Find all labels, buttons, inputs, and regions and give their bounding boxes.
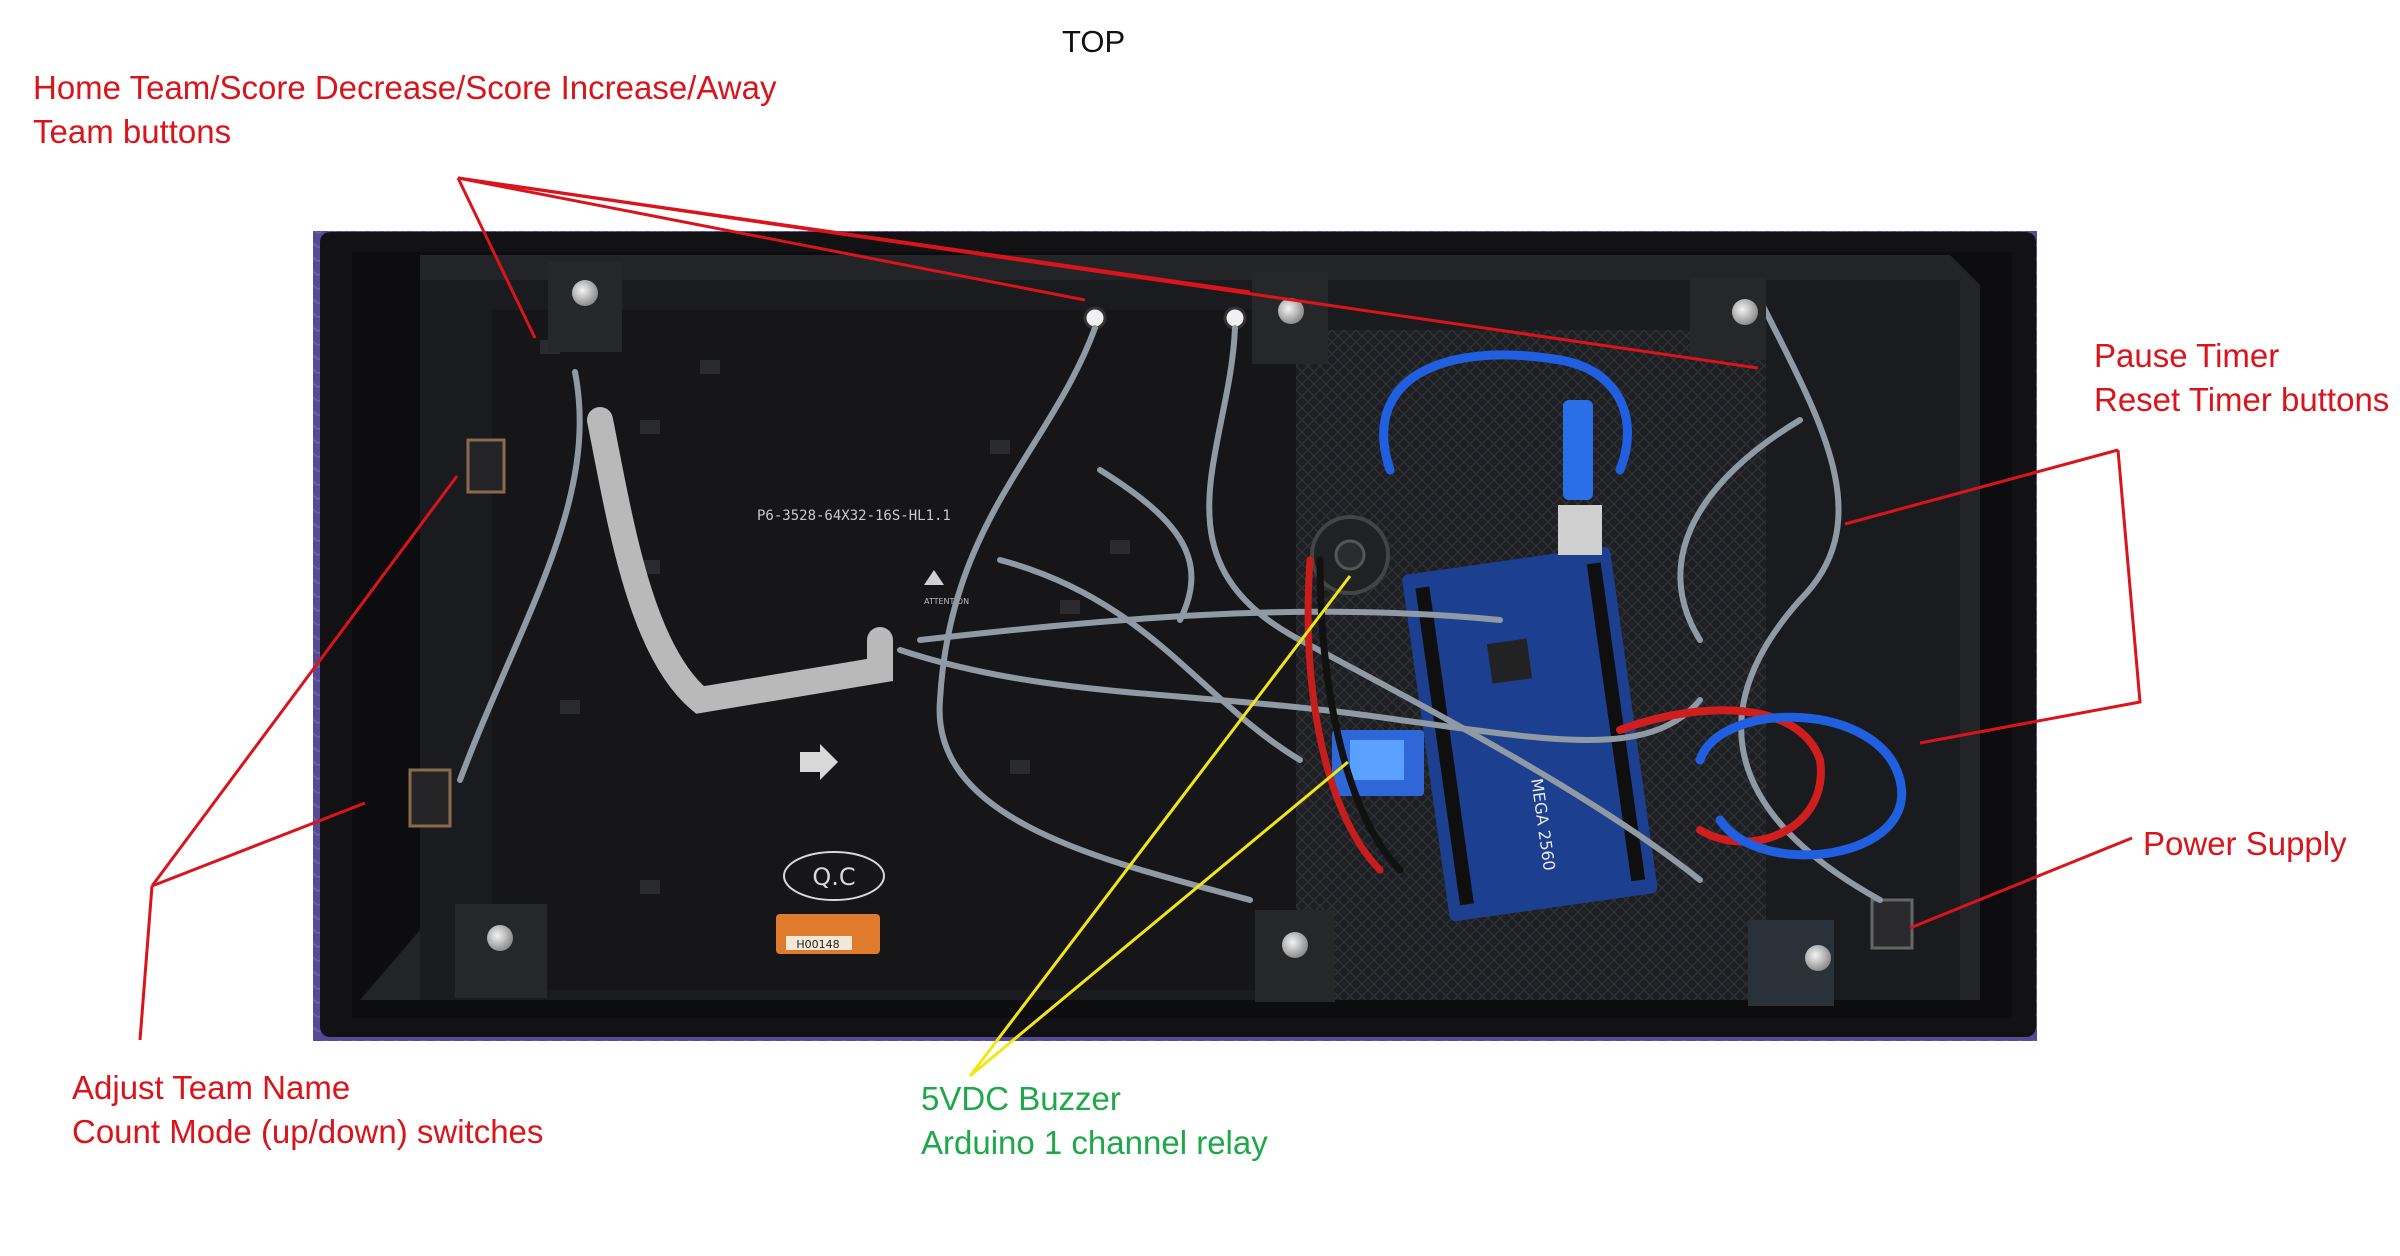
top-orientation-label: TOP	[1062, 24, 1126, 59]
red-pointer-lines	[138, 176, 2142, 1041]
buzzer-relay-label-line1: 5VDC Buzzer	[921, 1080, 1121, 1117]
switch-upper	[466, 438, 506, 494]
home-team-buttons-label-line1: Home Team/Score Decrease/Score Increase/…	[33, 69, 777, 106]
power-jack	[1870, 898, 1914, 950]
power-supply-label-line1: Power Supply	[2143, 825, 2347, 862]
usb-plug	[1563, 400, 1593, 500]
panel-model-text: P6-3528-64X32-16S-HL1.1	[757, 508, 951, 524]
qc-oval	[783, 851, 885, 901]
adjust-team-label-line2: Count Mode (up/down) switches	[72, 1113, 544, 1150]
arrow-mark-icon	[800, 744, 838, 780]
sticker-text: H00148	[796, 938, 839, 951]
pause-reset-label: Pause Timer Reset Timer buttons	[2094, 334, 2389, 422]
qc-text: Q.C	[812, 863, 855, 891]
buzzer-relay-label: 5VDC Buzzer Arduino 1 channel relay	[921, 1077, 1268, 1165]
attention-icon	[924, 570, 944, 585]
buzzer-relay-label-line2: Arduino 1 channel relay	[921, 1124, 1268, 1161]
power-supply-label: Power Supply	[2143, 822, 2347, 866]
home-team-buttons-label-line2: Team buttons	[33, 113, 232, 150]
push-button-1	[1083, 306, 1107, 330]
adjust-team-label: Adjust Team Name Count Mode (up/down) sw…	[72, 1066, 543, 1154]
ribbon-cable	[587, 407, 893, 714]
attention-text: ATTENTION	[924, 597, 969, 606]
switch-lower	[408, 768, 452, 828]
usb-connector	[1558, 505, 1602, 555]
home-team-buttons-label: Home Team/Score Decrease/Score Increase/…	[33, 66, 776, 154]
pause-reset-label-line2: Reset Timer buttons	[2094, 381, 2390, 418]
mounting-blocks	[455, 262, 1834, 1006]
gray-wires	[457, 297, 1883, 903]
adjust-team-label-line1: Adjust Team Name	[72, 1069, 351, 1106]
yellow-pointer-lines	[968, 575, 1352, 1078]
pause-reset-label-line1: Pause Timer	[2094, 337, 2280, 374]
